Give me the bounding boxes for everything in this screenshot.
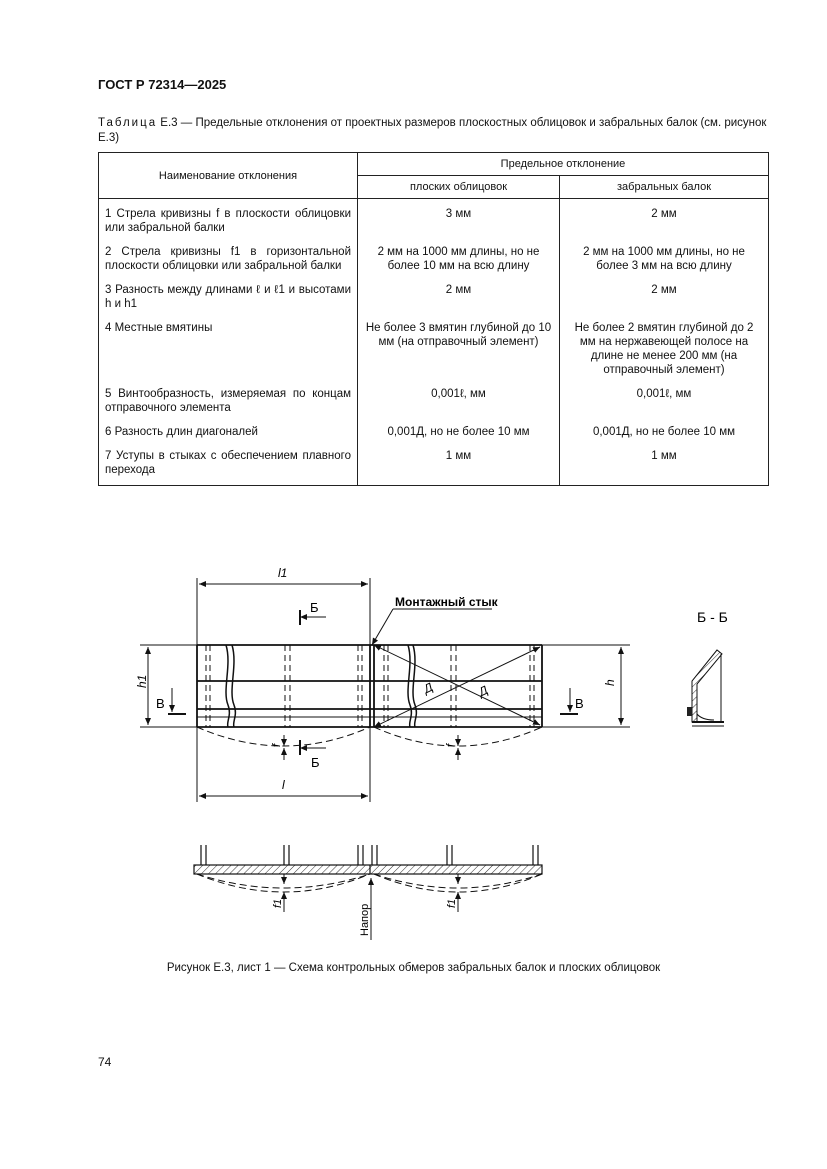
row-name: 6 Разность длин диагоналей bbox=[98, 418, 358, 442]
row-name: 3 Разность между длинами ℓ и ℓ1 и высота… bbox=[98, 276, 358, 314]
label-h: h bbox=[603, 679, 617, 686]
label-f-right: f bbox=[445, 743, 457, 747]
section-mark-top: Б bbox=[299, 600, 326, 625]
joint-callout: Монтажный стык bbox=[371, 595, 499, 646]
label-napor: Напор bbox=[359, 904, 371, 936]
table-caption-text: Е.3 — Предельные отклонения от проектных… bbox=[98, 117, 767, 144]
label-section-b-top: Б bbox=[310, 600, 319, 615]
figure-caption: Рисунок Е.3, лист 1 — Схема контрольных … bbox=[166, 962, 661, 974]
label-l: l bbox=[282, 778, 285, 792]
row-value-beams: 2 мм bbox=[559, 198, 769, 238]
label-v-right: В bbox=[575, 696, 584, 711]
row-name: 5 Винтообразность, измеряемая по концам … bbox=[98, 380, 358, 418]
beam-plan-top bbox=[193, 845, 543, 940]
row-value-flat: 0,001Д, но не более 10 мм bbox=[357, 418, 560, 442]
table-row: 6 Разность длин диагоналей 0,001Д, но не… bbox=[98, 418, 769, 442]
table-row: 5 Винтообразность, измеряемая по концам … bbox=[98, 380, 769, 418]
label-diagonal-2: Д bbox=[475, 683, 491, 700]
header-col-flat: плоских облицовок bbox=[357, 175, 560, 199]
header-name: Наименование отклонения bbox=[98, 152, 358, 199]
document-id: ГОСТ Р 72314—2025 bbox=[98, 77, 227, 92]
section-mark-bottom: Б bbox=[299, 740, 326, 770]
label-bb: Б - Б bbox=[697, 609, 728, 625]
dimension-h: h bbox=[542, 644, 630, 728]
row-value-beams: 0,001ℓ, мм bbox=[559, 380, 769, 418]
label-f1-left: f1 bbox=[272, 899, 284, 908]
row-value-beams: 1 мм bbox=[559, 442, 769, 486]
row-value-beams: 0,001Д, но не более 10 мм bbox=[559, 418, 769, 442]
row-name: 1 Стрела кривизны f в плоскости облицовк… bbox=[98, 198, 358, 238]
row-value-beams: 2 мм на 1000 мм длины, но не более 3 мм … bbox=[559, 238, 769, 276]
label-section-b-bottom: Б bbox=[311, 755, 320, 770]
deflection-f-left: f bbox=[271, 735, 287, 760]
row-value-flat: 2 мм на 1000 мм длины, но не более 10 мм… bbox=[357, 238, 560, 276]
dimension-l1: l1 bbox=[196, 566, 371, 645]
table-row: 2 Стрела кривизны f1 в горизонтальной пл… bbox=[98, 238, 769, 276]
label-h1: h1 bbox=[135, 675, 149, 688]
section-bb: Б - Б bbox=[687, 609, 728, 727]
row-value-flat: Не более 3 вмятин глубиной до 10 мм (на … bbox=[357, 314, 560, 380]
row-value-beams: 2 мм bbox=[559, 276, 769, 314]
row-value-beams: Не более 2 вмятин глубиной до 2 мм на не… bbox=[559, 314, 769, 380]
section-mark-right: В bbox=[560, 688, 584, 715]
deflection-f-right: f bbox=[445, 735, 461, 760]
table-caption-prefix: Таблица bbox=[98, 117, 158, 129]
dimension-l: l bbox=[196, 727, 371, 802]
row-name: 4 Местные вмятины bbox=[98, 314, 358, 380]
label-v-left: В bbox=[156, 696, 165, 711]
label-joint: Монтажный стык bbox=[395, 595, 499, 609]
beam-plan bbox=[196, 644, 543, 747]
row-value-flat: 0,001ℓ, мм bbox=[357, 380, 560, 418]
table-caption: Таблица Е.3 — Предельные отклонения от п… bbox=[98, 116, 770, 146]
label-f-left: f bbox=[271, 743, 283, 747]
section-mark-left: В bbox=[156, 688, 186, 715]
page-number: 74 bbox=[98, 1055, 112, 1069]
label-l1: l1 bbox=[278, 566, 287, 580]
deviations-table: Наименование отклонения Предельное откло… bbox=[98, 152, 769, 486]
table-row: 3 Разность между длинами ℓ и ℓ1 и высота… bbox=[98, 276, 769, 314]
dimension-h1: h1 bbox=[135, 644, 197, 728]
label-f1-right: f1 bbox=[446, 899, 458, 908]
table-row: 7 Уступы в стыках с обеспечением плавног… bbox=[98, 442, 769, 486]
table-row: 1 Стрела кривизны f в плоскости облицовк… bbox=[98, 198, 769, 238]
measurement-diagram: l1 Б Монтажный стык bbox=[135, 566, 728, 940]
table-row: 4 Местные вмятины Не более 3 вмятин глуб… bbox=[98, 314, 769, 380]
header-col-beams: забральных балок bbox=[559, 175, 769, 199]
row-value-flat: 1 мм bbox=[357, 442, 560, 486]
row-name: 2 Стрела кривизны f1 в горизонтальной пл… bbox=[98, 238, 358, 276]
label-diagonal-1: Д bbox=[420, 680, 436, 697]
row-value-flat: 2 мм bbox=[357, 276, 560, 314]
